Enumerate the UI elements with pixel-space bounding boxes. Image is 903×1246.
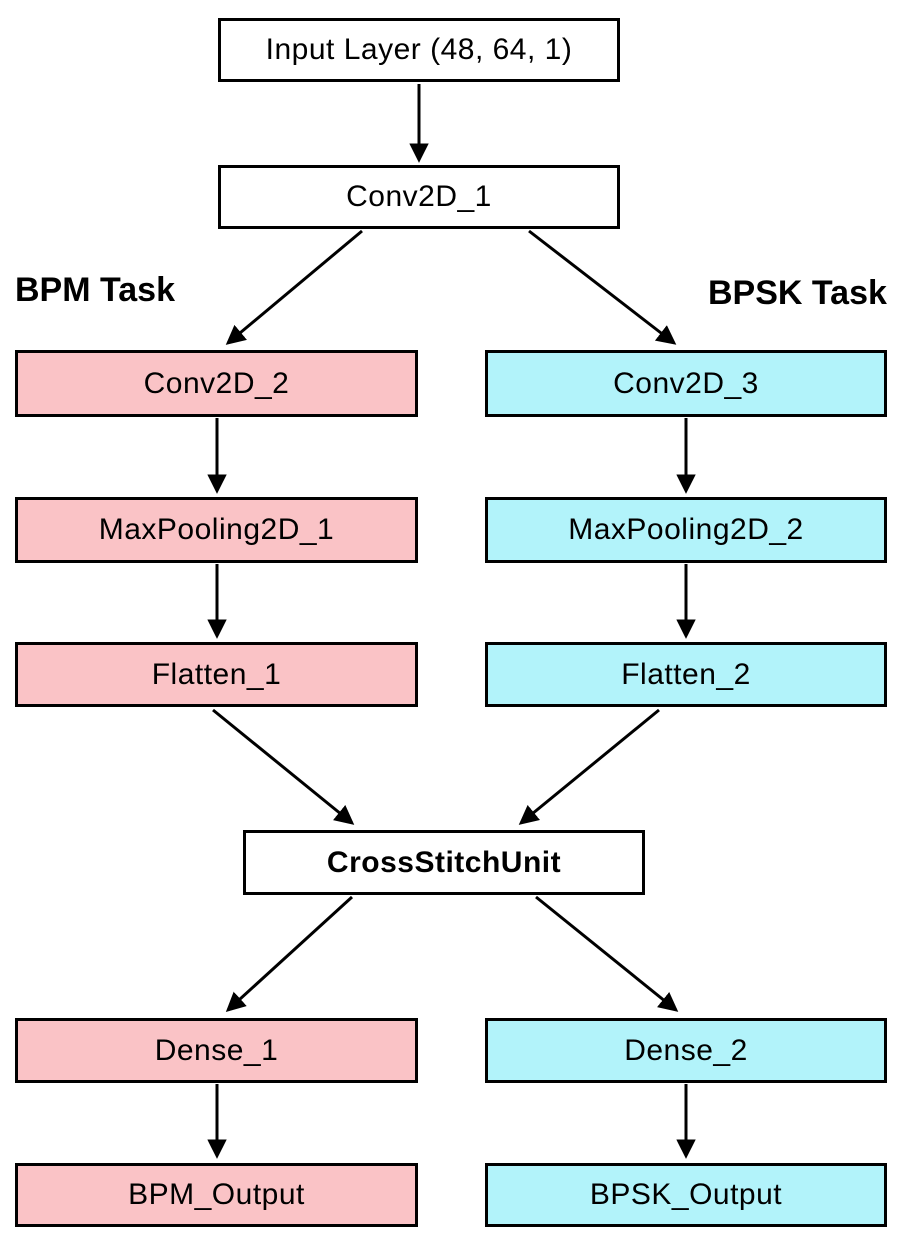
node-flatten-1: Flatten_1 — [15, 642, 418, 707]
node-dense-1: Dense_1 — [15, 1018, 418, 1083]
node-dense-2: Dense_2 — [485, 1018, 887, 1083]
node-maxpooling2d-1: MaxPooling2D_1 — [15, 497, 418, 563]
node-cross-stitch-unit: CrossStitchUnit — [243, 830, 645, 895]
node-maxpooling2d-2: MaxPooling2D_2 — [485, 497, 887, 563]
arrow-conv1-to-conv2 — [225, 229, 363, 345]
node-bpm-output: BPM_Output — [15, 1163, 418, 1227]
node-flatten-2: Flatten_2 — [485, 642, 887, 707]
bpm-task-label: BPM Task — [15, 271, 175, 309]
arrow-flatten2-to-cross — [518, 708, 660, 825]
node-conv2d-3: Conv2D_3 — [485, 350, 887, 417]
arrow-cross-to-dense1 — [225, 895, 354, 1012]
bpsk-task-label: BPSK Task — [708, 274, 887, 312]
node-input-layer: Input Layer (48, 64, 1) — [218, 18, 620, 82]
arrow-conv1-to-conv3 — [528, 229, 677, 345]
node-conv2d-1: Conv2D_1 — [218, 165, 620, 229]
node-bpsk-output: BPSK_Output — [485, 1163, 887, 1227]
arrow-flatten1-to-cross — [212, 708, 355, 825]
arrow-cross-to-dense2 — [535, 895, 679, 1012]
node-conv2d-2: Conv2D_2 — [15, 350, 418, 417]
